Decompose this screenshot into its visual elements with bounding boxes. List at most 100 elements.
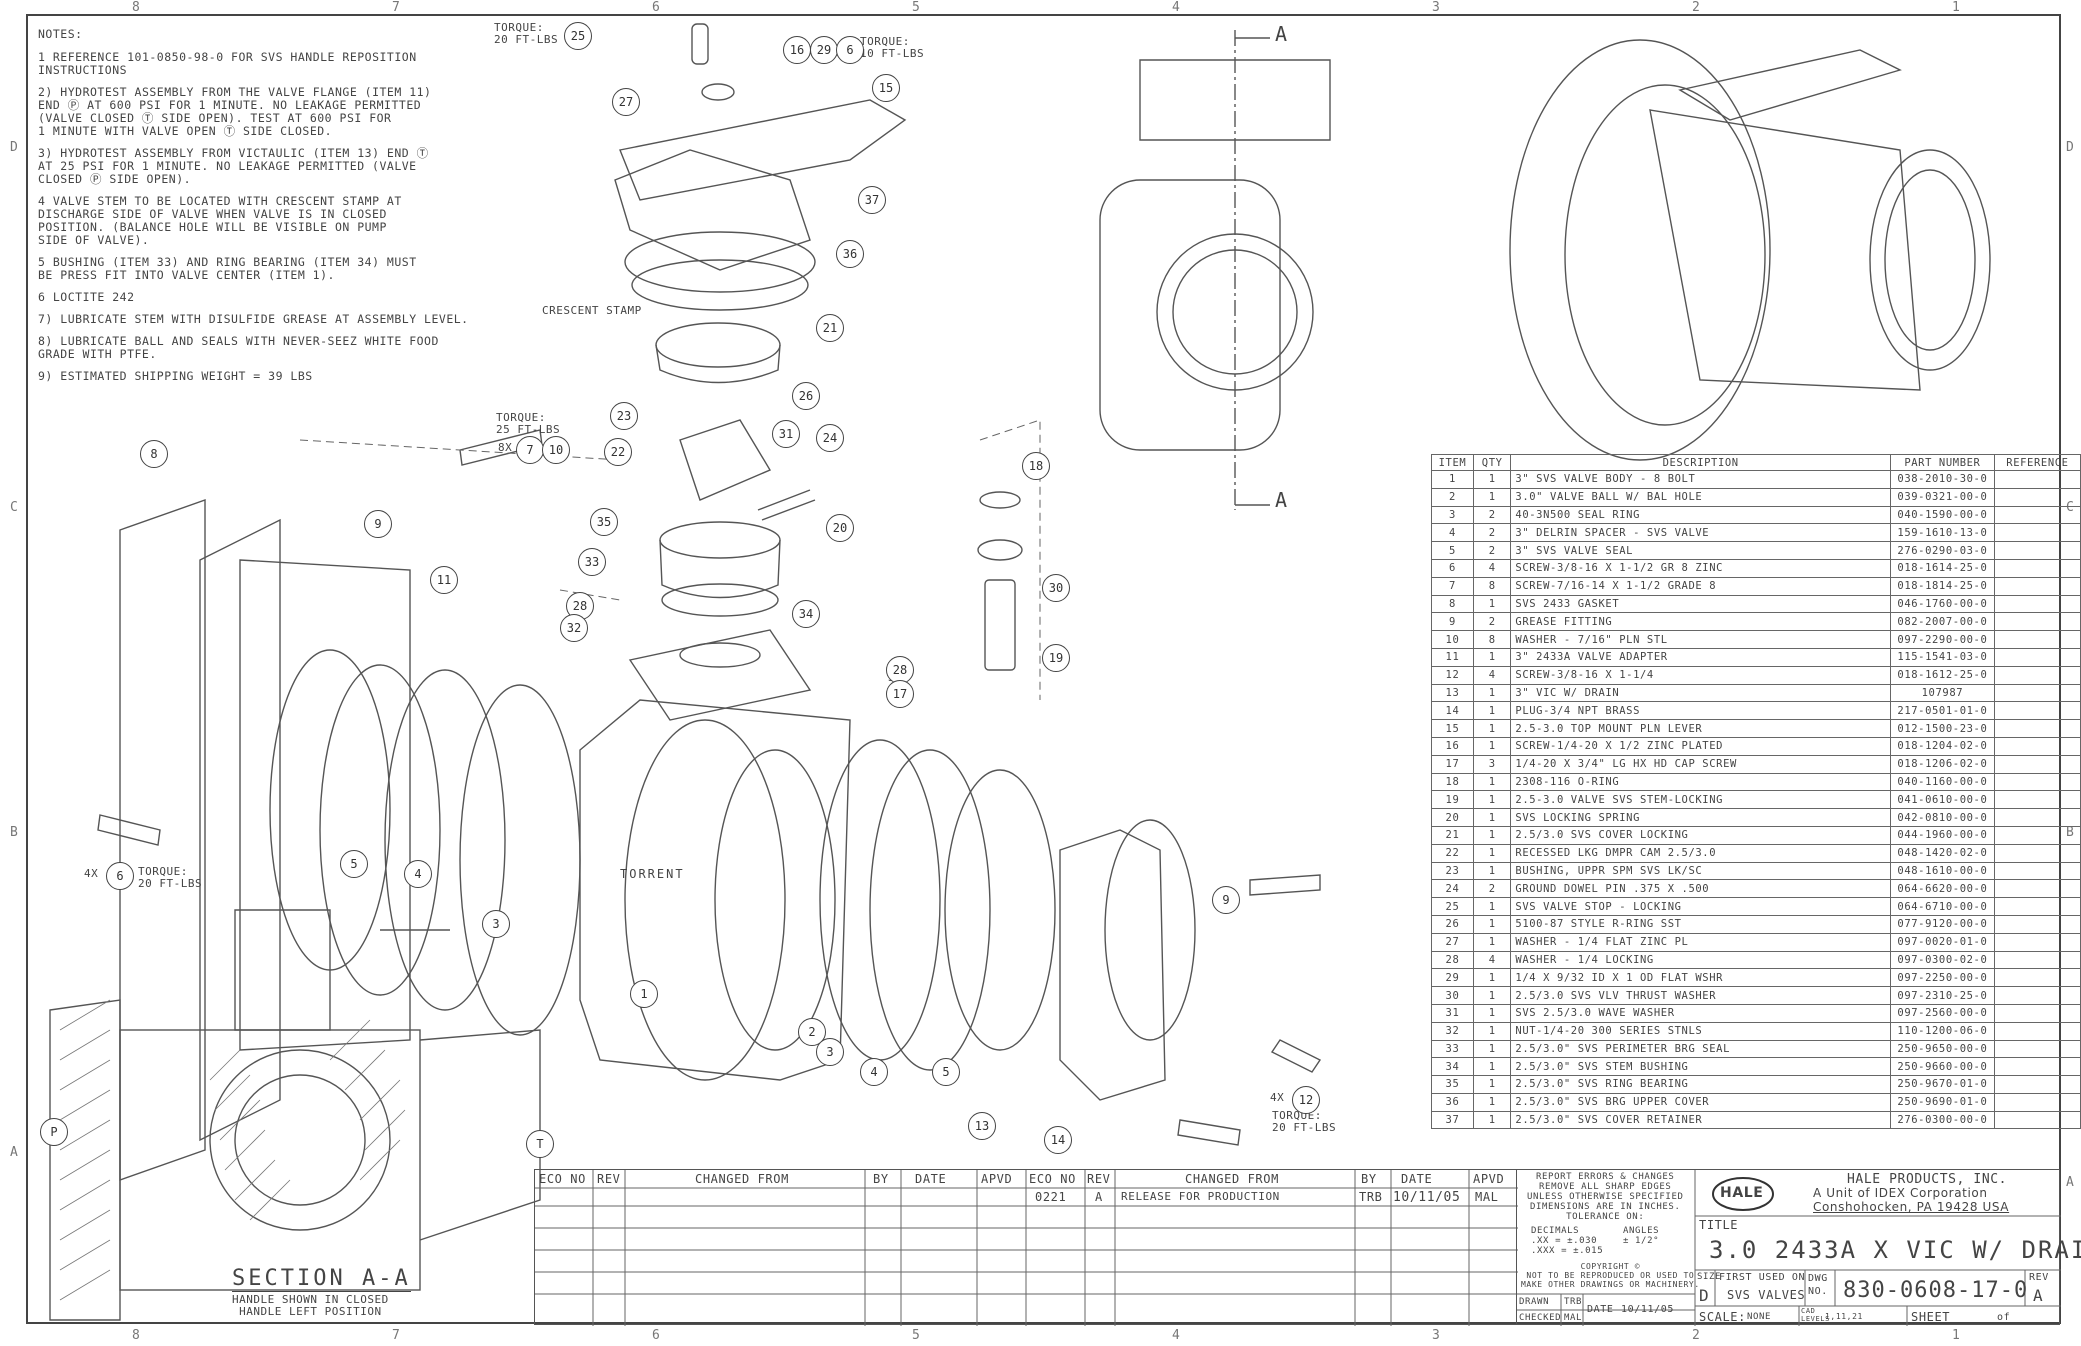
bom-part-number: 064-6710-00-0: [1889, 897, 1995, 916]
bom-part-number: 044-1960-00-0: [1889, 825, 1995, 845]
zone-left-B: B: [10, 825, 18, 840]
bom-item: 9: [1431, 612, 1474, 632]
revision-grid: [535, 1170, 1518, 1326]
callout-33: 33: [578, 548, 606, 576]
notes-block: NOTES: 1 REFERENCE 101-0850-98-0 FOR SVS…: [38, 28, 498, 392]
callout-35: 35: [590, 508, 618, 536]
note-3: 3) HYDROTEST ASSEMBLY FROM VICTAULIC (IT…: [38, 147, 498, 186]
drawing-number: 830-0608-17-0: [1843, 1278, 2029, 1303]
spacer-4: [384, 669, 506, 1011]
note-mark: 3): [38, 146, 53, 160]
cad-levels-value: 1,11,21: [1825, 1312, 1863, 1321]
callout-1: 1: [630, 980, 658, 1008]
tolerance-text: REPORT ERRORS & CHANGES REMOVE ALL SHARP…: [1527, 1172, 1684, 1222]
bom-reference: [1993, 719, 2081, 738]
bom-part-number: 276-0300-00-0: [1889, 1110, 1995, 1130]
valve-body: [579, 699, 851, 1081]
bearing-cover: [631, 259, 809, 311]
torque-label-adapter: TORQUE: 25 FT-LBS: [496, 411, 561, 436]
bom-part-number: 077-9120-00-0: [1889, 914, 1995, 934]
seal-5: [319, 664, 441, 996]
callout-16: 16: [783, 36, 811, 64]
torque-label-screw: TORQUE: 10 FT-LBS: [860, 35, 925, 60]
callout-15: 15: [872, 74, 900, 102]
note-text: VALVE STEM TO BE LOCATED WITH CRESCENT S…: [38, 194, 402, 247]
bom-item: 18: [1431, 772, 1474, 792]
note-mark: 8): [38, 334, 53, 348]
bom-part-number: 018-1204-02-0: [1889, 736, 1995, 756]
bom-description: SVS VALVE STOP - LOCKING: [1510, 897, 1891, 916]
bom-qty: 1: [1472, 861, 1512, 881]
title-block-grid: [1517, 1170, 2061, 1326]
callout-27: 27: [612, 88, 640, 116]
bom-part-number: 115-1541-03-0: [1889, 647, 1995, 667]
bom-qty: 1: [1472, 1075, 1512, 1094]
zone-top-7: 7: [392, 0, 400, 15]
crescent-stamp-label: CRESCENT STAMP: [542, 304, 642, 317]
note-text: LUBRICATE BALL AND SEALS WITH NEVER-SEEZ…: [38, 334, 439, 361]
bom-qty: 1: [1472, 808, 1512, 827]
note-mark: 6: [38, 290, 46, 304]
bom-reference: [1993, 897, 2081, 916]
note-mark: 9): [38, 369, 53, 383]
callout-23: 23: [610, 402, 638, 430]
bom-qty: 2: [1472, 523, 1512, 543]
bom-reference: [1993, 843, 2081, 863]
bom-header-row: ITEM QTY DESCRIPTION PART NUMBER REFEREN…: [1431, 454, 2081, 471]
bom-description: SCREW-7/16-14 X 1-1/2 GRADE 8: [1510, 576, 1891, 596]
bom-qty: 1: [1472, 825, 1512, 845]
cover-locking: [655, 322, 781, 368]
callout-34: 34: [792, 600, 820, 628]
revision-block: ECO NO REV CHANGED FROM BY DATE APVD ECO…: [534, 1169, 1518, 1326]
note-text: ESTIMATED SHIPPING WEIGHT = 39 LBS: [60, 369, 313, 383]
callout-10: 10: [542, 436, 570, 464]
bom-item: 8: [1431, 594, 1474, 614]
note-4: 4 VALVE STEM TO BE LOCATED WITH CRESCENT…: [38, 195, 498, 247]
qty-8x: 8X: [498, 441, 513, 454]
note-text: HYDROTEST ASSEMBLY FROM THE VALVE FLANGE…: [38, 85, 432, 138]
size-value: D: [1699, 1286, 1710, 1305]
zone-bottom-6: 6: [652, 1328, 660, 1343]
bom-description: 2.5/3.0 SVS COVER LOCKING: [1510, 825, 1891, 845]
bom-item: 30: [1431, 986, 1474, 1005]
bom-item: 5: [1431, 541, 1474, 560]
bom-item: 34: [1431, 1057, 1474, 1077]
bom-description: SCREW-3/8-16 X 1-1/2 GR 8 ZINC: [1510, 558, 1891, 578]
bom-qty: 1: [1472, 719, 1512, 738]
bom-description: 40-3N500 SEAL RING: [1510, 505, 1891, 525]
bom-item: 32: [1431, 1021, 1474, 1041]
bom-reference: [1993, 986, 2081, 1005]
bom-item: 1: [1431, 470, 1474, 489]
bom-qty: 2: [1472, 879, 1512, 899]
bom-part-number: 018-1614-25-0: [1889, 558, 1995, 578]
rev-header-eco: ECO NO: [539, 1172, 586, 1186]
scale-value: NONE: [1747, 1312, 1772, 1322]
bom-reference: [1993, 968, 2081, 988]
cam-top: [614, 149, 811, 271]
bom-qty: 2: [1472, 541, 1512, 560]
company-name: HALE PRODUCTS, INC.: [1847, 1172, 2008, 1187]
lever-handle: [619, 99, 907, 201]
bom-description: 2.5/3.0" SVS COVER RETAINER: [1510, 1110, 1891, 1130]
bom-item: 7: [1431, 576, 1474, 596]
bom-reference: [1993, 914, 2081, 934]
bom-reference: [1993, 790, 2081, 810]
bom-reference: [1993, 576, 2081, 596]
bom-item: 10: [1431, 630, 1474, 649]
bom-description: 1/4-20 X 3/4" LG HX HD CAP SCREW: [1510, 754, 1891, 774]
scale-label: SCALE:: [1699, 1310, 1746, 1324]
bom-qty: 1: [1472, 968, 1512, 988]
zone-bottom-2: 2: [1692, 1328, 1700, 1343]
bom-qty: 4: [1472, 558, 1512, 578]
bom-description: SCREW-3/8-16 X 1-1/4: [1510, 665, 1891, 685]
bom-description: 2.5/3.0" SVS STEM BUSHING: [1510, 1057, 1891, 1077]
title-block: REPORT ERRORS & CHANGES REMOVE ALL SHARP…: [1516, 1169, 2081, 1326]
